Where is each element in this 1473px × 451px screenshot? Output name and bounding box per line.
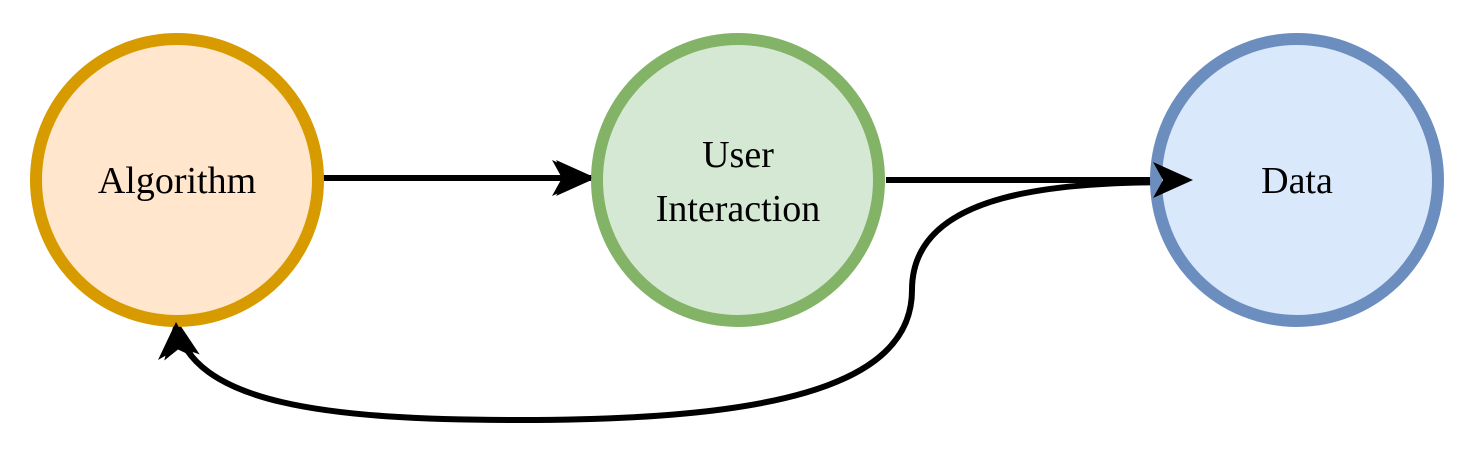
node-algorithm-circle [30, 33, 324, 327]
node-algorithm: Algorithm [30, 33, 324, 327]
node-user-interaction-label-line2: Interaction [656, 188, 821, 230]
arrowhead-into-data [1153, 162, 1193, 198]
node-data: Data [1150, 33, 1444, 327]
node-user-interaction-label-line1: User [702, 134, 774, 176]
edge-data-to-algorithm [164, 179, 1187, 424]
node-user-interaction: User Interaction [591, 33, 885, 327]
arrowhead-into-algorithm [158, 322, 196, 360]
node-data-circle [1150, 33, 1444, 327]
node-user-interaction-circle [591, 33, 885, 327]
arrowhead-into-user-interaction [552, 160, 592, 196]
node-data-label: Data [1261, 160, 1333, 202]
node-algorithm-label: Algorithm [98, 160, 256, 202]
